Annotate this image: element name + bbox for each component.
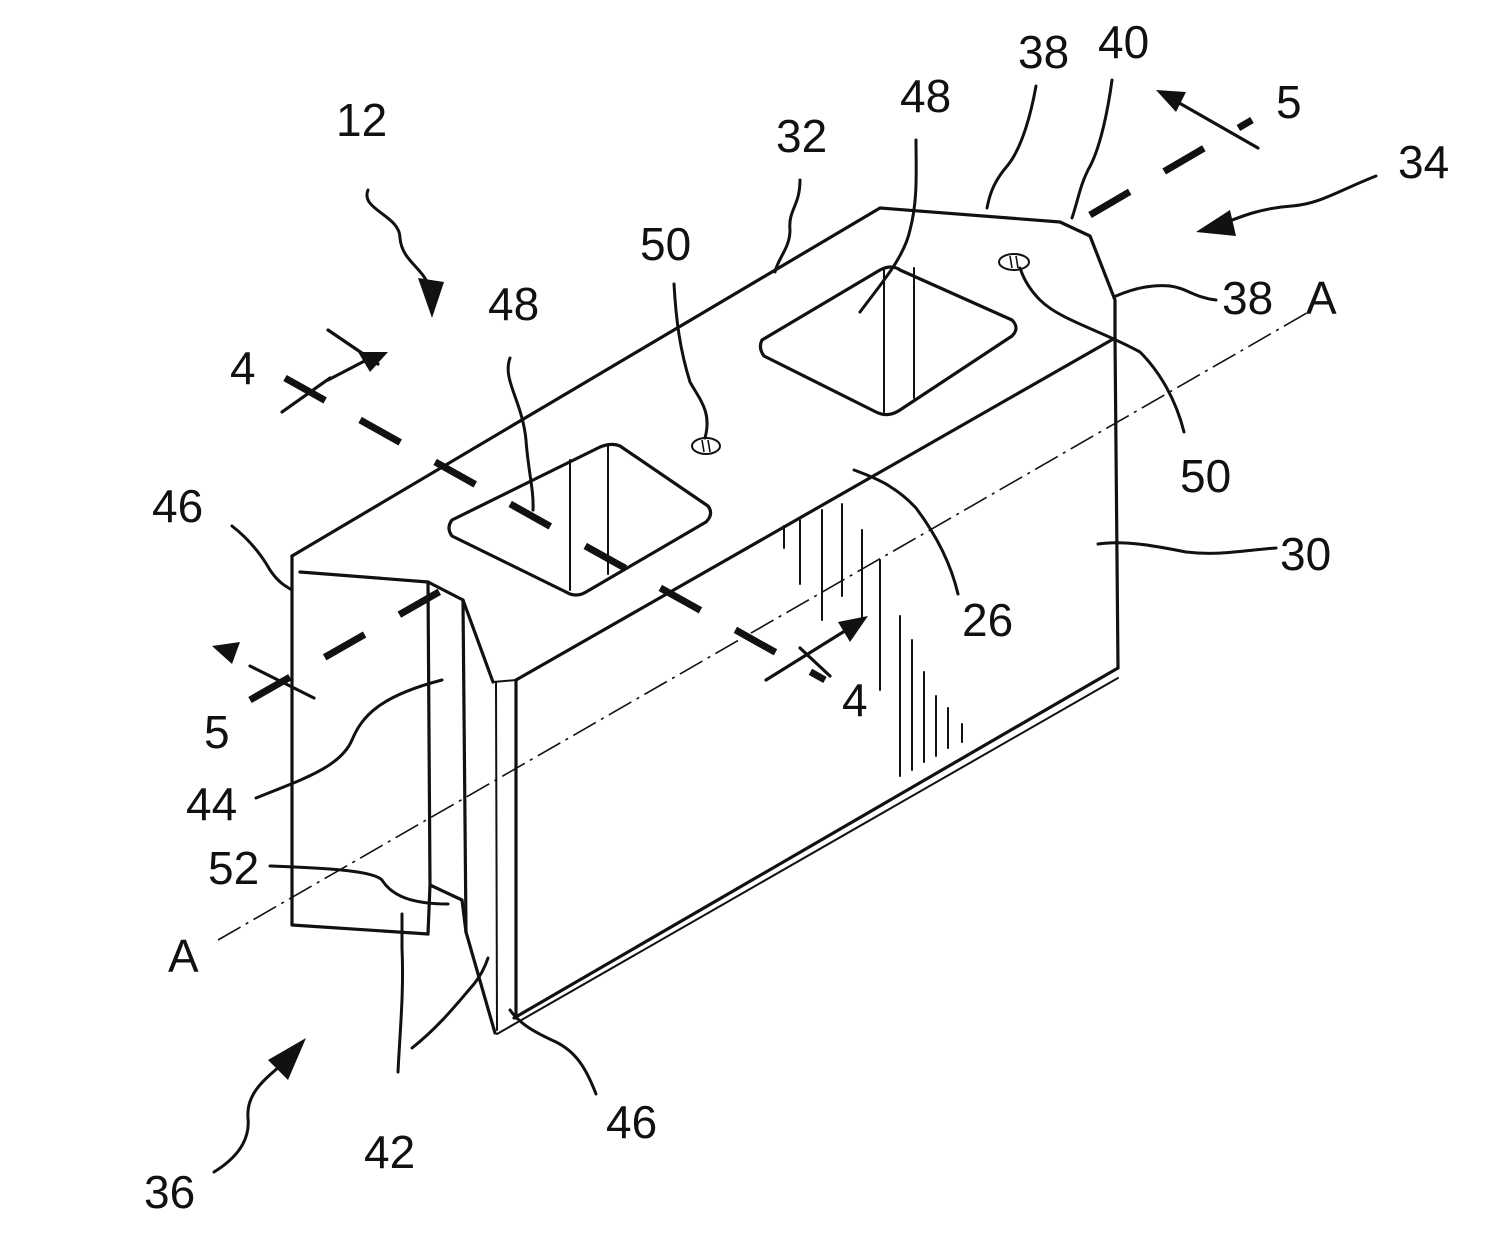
label-50-right: 50	[1180, 450, 1231, 502]
label-26: 26	[962, 594, 1013, 646]
label-46-bottom: 46	[606, 1096, 657, 1148]
label-48-left: 48	[488, 278, 539, 330]
label-a-left: A	[168, 930, 199, 982]
label-48-right: 48	[900, 70, 951, 122]
label-44: 44	[186, 778, 237, 830]
label-50-left: 50	[640, 218, 691, 270]
label-12: 12	[336, 94, 387, 146]
label-5-left: 5	[204, 706, 230, 758]
pin-holes	[692, 254, 1029, 454]
axis-line-a	[218, 310, 1312, 940]
label-40: 40	[1098, 16, 1149, 68]
label-52: 52	[208, 842, 259, 894]
label-38-right: 38	[1222, 272, 1273, 324]
label-30: 30	[1280, 528, 1331, 580]
label-a-right: A	[1306, 272, 1337, 324]
section-line-4	[282, 330, 868, 680]
label-36: 36	[144, 1166, 195, 1218]
shading-hatch	[784, 504, 962, 776]
label-38-top: 38	[1018, 26, 1069, 78]
label-32: 32	[776, 110, 827, 162]
label-5-top: 5	[1276, 76, 1302, 128]
leader-lines	[214, 80, 1376, 1172]
label-42: 42	[364, 1126, 415, 1178]
section-line-5	[212, 90, 1258, 700]
label-4-left: 4	[230, 342, 256, 394]
label-46-left: 46	[152, 480, 203, 532]
label-4-right: 4	[842, 674, 868, 726]
label-34: 34	[1398, 136, 1449, 188]
